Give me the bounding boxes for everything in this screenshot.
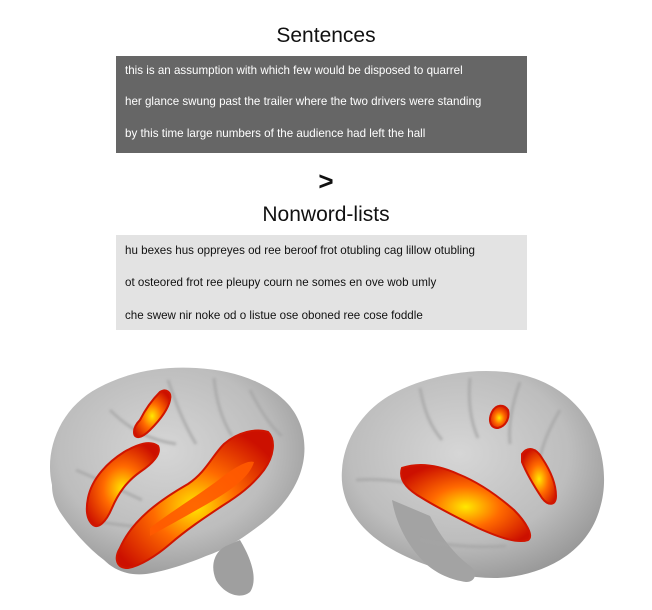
sentence-line: this is an assumption with which few wou… [125,64,463,77]
left-hemisphere [49,367,305,596]
right-hemisphere [341,370,605,582]
nonword-line: che swew nir noke od o listue ose oboned… [125,308,423,322]
nonword-line: ot osteored frot ree pleupy courn ne som… [125,276,437,290]
nonword-line: hu bexes hus oppreyes od ree beroof frot… [125,244,475,257]
left-cerebellum [213,540,254,596]
sentence-line: her glance swung past the trailer where … [125,95,482,108]
sentences-title: Sentences [276,24,376,47]
sentence-line: by this time large numbers of the audien… [125,127,426,141]
greater-than-symbol: > [318,166,334,196]
nonword-lists-box: hu bexes hus oppreyes od ree beroof frot… [116,235,527,330]
brain-activation-figure [49,367,605,596]
nonword-lists-title: Nonword-lists [262,203,390,226]
left-brain-surface [49,367,305,575]
right-activation [400,404,558,542]
left-activation [85,389,274,570]
sentences-box: this is an assumption with which few wou… [116,56,527,153]
